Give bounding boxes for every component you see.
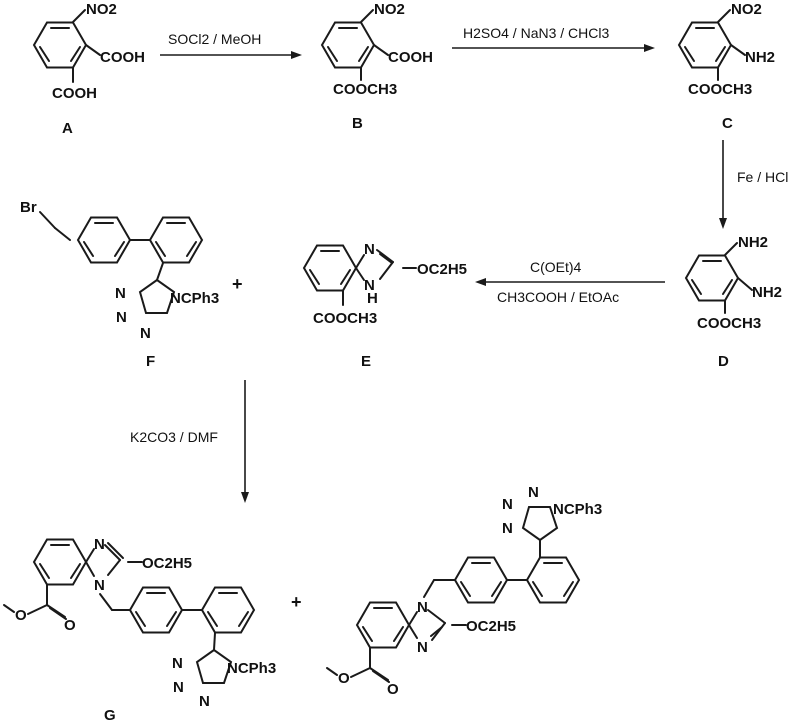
tetrazole-nitrogen: N	[528, 484, 539, 501]
condition-step3: Fe / HCl	[737, 169, 788, 185]
condition-step1: SOCl2 / MeOH	[168, 31, 261, 47]
reaction-arrow-5: K2CO3 / DMF	[130, 380, 249, 503]
reaction-arrow-4: C(OEt)4 CH3COOH / EtOAc	[475, 259, 665, 305]
imidazole-nitrogen: N	[94, 536, 105, 553]
compound-label-C: C	[722, 115, 733, 132]
reaction-arrow-3: Fe / HCl	[719, 140, 788, 229]
amino-group: NH2	[738, 234, 768, 251]
nitro-group: NO2	[374, 1, 405, 18]
imidazole-nitrogen: N	[364, 241, 375, 258]
compound-label-A: A	[62, 120, 73, 137]
regioisomer-product: N N OC2H5 O O N N N NCPh3	[326, 484, 602, 698]
tetrazole-nitrogen: N	[115, 285, 126, 302]
trityl-tetrazole-group: NCPh3	[170, 290, 219, 307]
amino-group: NH2	[752, 284, 782, 301]
plus-sign: +	[232, 274, 243, 294]
carboxyl-group: COOH	[52, 85, 97, 102]
tetrazole-nitrogen: N	[199, 693, 210, 710]
compound-B: NO2 COOH COOCH3 B	[321, 1, 433, 132]
compound-label-B: B	[352, 115, 363, 132]
tetrazole-nitrogen: N	[140, 325, 151, 342]
compound-C: NO2 NH2 COOCH3 C	[678, 1, 775, 132]
condition-step4-solvent: CH3COOH / EtOAc	[497, 289, 619, 305]
nitro-group: NO2	[731, 1, 762, 18]
trityl-tetrazole-group: NCPh3	[553, 501, 602, 518]
compound-A: NO2 COOH COOH A	[33, 1, 145, 137]
methyl-ester-group: COOCH3	[333, 81, 397, 98]
plus-sign: +	[291, 592, 302, 612]
trityl-tetrazole-group: NCPh3	[227, 660, 276, 677]
compound-label-D: D	[718, 353, 729, 370]
compound-label-F: F	[146, 353, 155, 370]
ethoxy-group: OC2H5	[466, 618, 516, 635]
reaction-arrow-2: H2SO4 / NaN3 / CHCl3	[452, 25, 655, 52]
tetrazole-nitrogen: N	[173, 679, 184, 696]
condition-step4-reagent: C(OEt)4	[530, 259, 582, 275]
imidazole-nitrogen: N	[364, 277, 375, 294]
carboxyl-group: COOH	[100, 49, 145, 66]
methyl-ester-group: COOCH3	[688, 81, 752, 98]
tetrazole-nitrogen: N	[502, 496, 513, 513]
ethoxy-group: OC2H5	[142, 555, 192, 572]
compound-E: N N H OC2H5 COOCH3 E	[303, 241, 467, 370]
carbonyl-oxygen: O	[387, 681, 399, 698]
ester-oxygen: O	[338, 670, 350, 687]
tetrazole-nitrogen: N	[502, 520, 513, 537]
compound-label-G: G	[104, 707, 116, 724]
compound-F: Br N N N NCPh3 F	[20, 199, 219, 370]
reaction-arrow-1: SOCl2 / MeOH	[160, 31, 302, 59]
tetrazole-nitrogen: N	[116, 309, 127, 326]
carbonyl-oxygen: O	[64, 617, 76, 634]
nitro-group: NO2	[86, 1, 117, 18]
condition-step5: K2CO3 / DMF	[130, 429, 218, 445]
compound-D: NH2 NH2 COOCH3 D	[685, 234, 782, 370]
imidazole-nitrogen: N	[417, 639, 428, 656]
ethoxy-group: OC2H5	[417, 261, 467, 278]
imidazole-hydrogen: H	[367, 290, 378, 307]
amino-group: NH2	[745, 49, 775, 66]
methyl-ester-group: COOCH3	[697, 315, 761, 332]
compound-label-E: E	[361, 353, 371, 370]
alkylated-nitrogen: N	[417, 599, 428, 616]
ester-oxygen: O	[15, 607, 27, 624]
methyl-ester-group: COOCH3	[313, 310, 377, 327]
carboxyl-group: COOH	[388, 49, 433, 66]
compound-G: N N OC2H5 O O N N N NCPh3 G	[3, 536, 276, 724]
condition-step2: H2SO4 / NaN3 / CHCl3	[463, 25, 609, 41]
tetrazole-nitrogen: N	[172, 655, 183, 672]
bromo-group: Br	[20, 199, 37, 216]
alkylated-nitrogen: N	[94, 577, 105, 594]
